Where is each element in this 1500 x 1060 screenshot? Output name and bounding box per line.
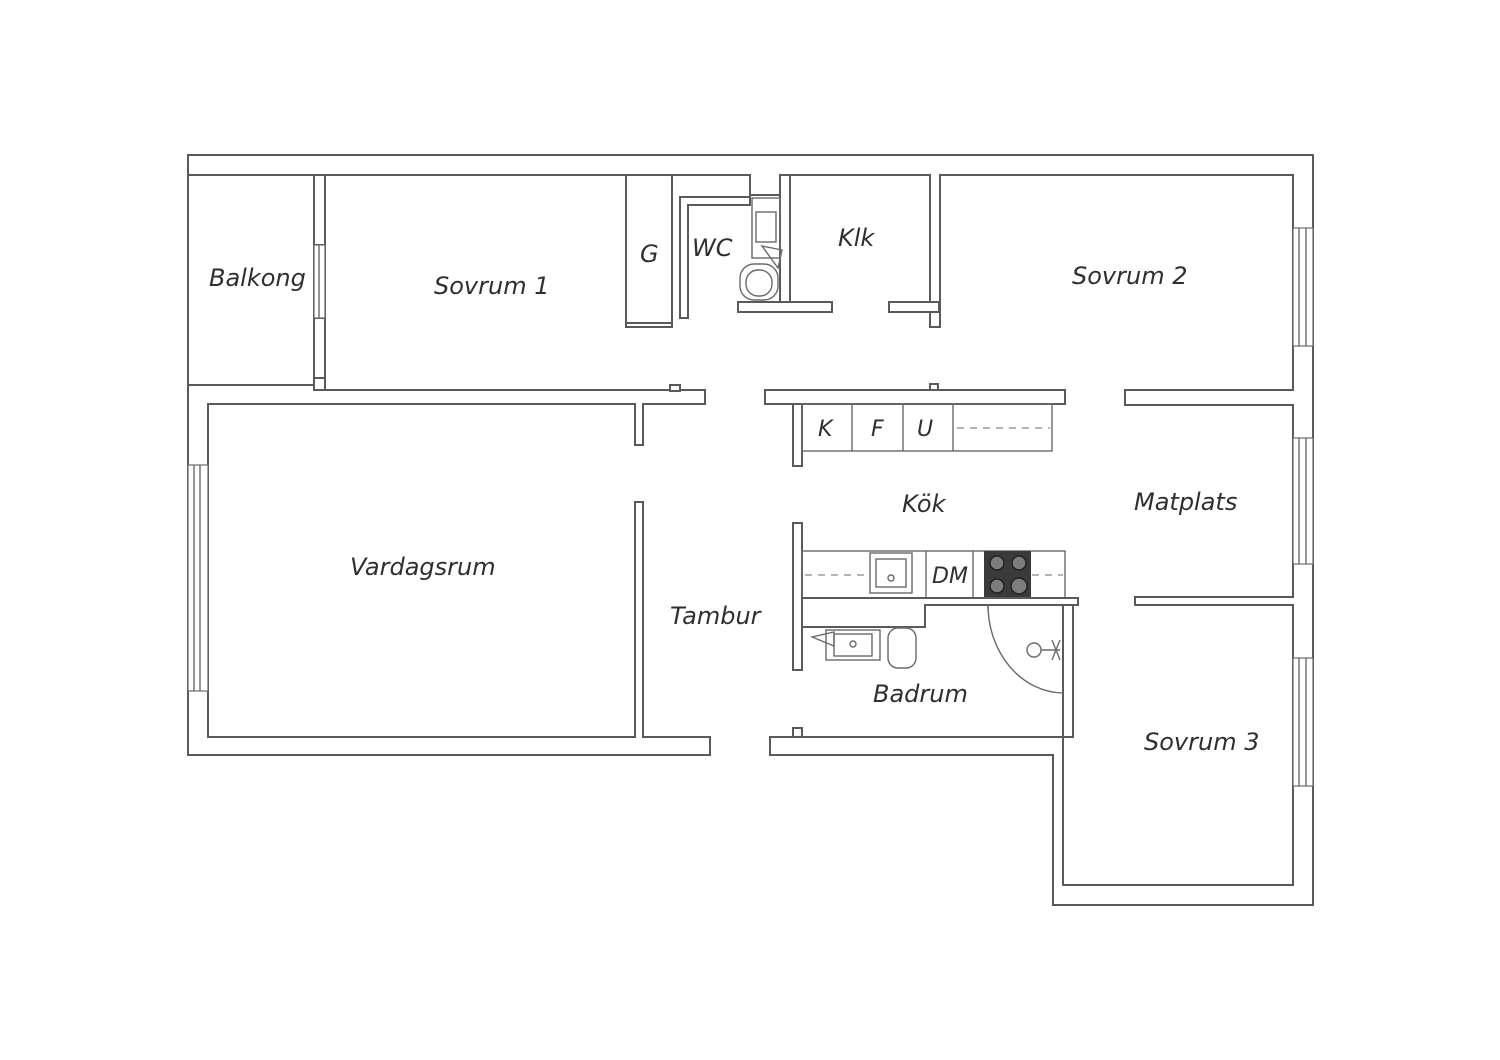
label-badrum: Badrum xyxy=(873,680,968,708)
label-tambur: Tambur xyxy=(670,602,763,630)
label-balkong: Balkong xyxy=(209,264,306,292)
label-f: F xyxy=(871,417,884,442)
label-kok: Kök xyxy=(902,490,947,518)
label-wc: WC xyxy=(692,234,733,262)
label-u: U xyxy=(917,417,933,442)
badrum-walls xyxy=(792,597,1079,738)
label-matplats: Matplats xyxy=(1134,488,1237,516)
wc-fixtures xyxy=(739,197,783,301)
kitchen-lower-counter xyxy=(792,522,1066,671)
label-g: G xyxy=(640,240,659,268)
label-k: K xyxy=(818,417,834,442)
label-vardagsrum: Vardagsrum xyxy=(350,553,496,581)
wardrobe-g xyxy=(625,174,673,324)
label-dm: DM xyxy=(932,564,968,589)
kitchen-upper-counter xyxy=(764,383,1066,467)
label-sovrum-1: Sovrum 1 xyxy=(434,272,549,300)
label-sovrum-2: Sovrum 2 xyxy=(1072,262,1187,290)
windows xyxy=(187,227,1314,787)
label-klk: Klk xyxy=(838,224,875,252)
label-sovrum-3: Sovrum 3 xyxy=(1144,728,1259,756)
